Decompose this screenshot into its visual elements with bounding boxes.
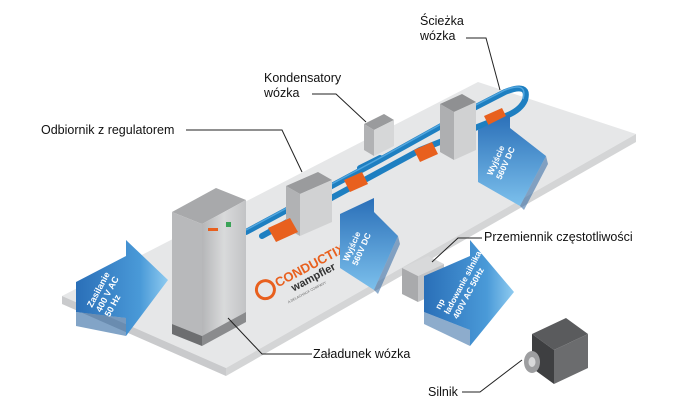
callout-capacitors-line1: Kondensatory	[264, 71, 342, 85]
leader-lines	[186, 37, 523, 393]
trolley-unit-right	[440, 94, 508, 160]
callout-track-line2: wózka	[420, 29, 456, 43]
callout-capacitors: Kondensatory wózka	[264, 71, 341, 101]
callout-receiver-label: Odbiornik z regulatorem	[41, 123, 175, 137]
controller-cabinet	[172, 188, 246, 346]
callout-capacitors-line2: wózka	[264, 86, 300, 100]
callout-inverter: Przemiennik częstotliwości	[484, 230, 633, 245]
callout-loading: Załadunek wózka	[313, 347, 410, 362]
output-arrow-right: Wyjście 560V DC	[478, 114, 548, 210]
callout-inverter-label: Przemiennik częstotliwości	[484, 230, 633, 244]
motor	[524, 318, 588, 384]
output-arrow-center: Wyjście 560V DC	[340, 198, 400, 294]
callout-receiver: Odbiornik z regulatorem	[41, 123, 174, 138]
callout-loading-label: Załadunek wózka	[313, 347, 411, 361]
trolley-unit-middle	[344, 114, 438, 192]
callout-track-line1: Ścieżka	[420, 14, 464, 28]
callout-motor-label: Silnik	[428, 385, 458, 399]
motor-feed-arrow: np ładowanie silnika 400V AC 50Hz	[424, 240, 514, 346]
callout-track: Ścieżka wózka	[420, 14, 464, 44]
callout-motor: Silnik	[428, 385, 458, 400]
trolley-unit-left	[268, 172, 332, 242]
motor-feed-label-1: np	[433, 297, 447, 311]
supply-arrow: Zasilanie 400 V AC 50 Hz	[76, 240, 168, 336]
